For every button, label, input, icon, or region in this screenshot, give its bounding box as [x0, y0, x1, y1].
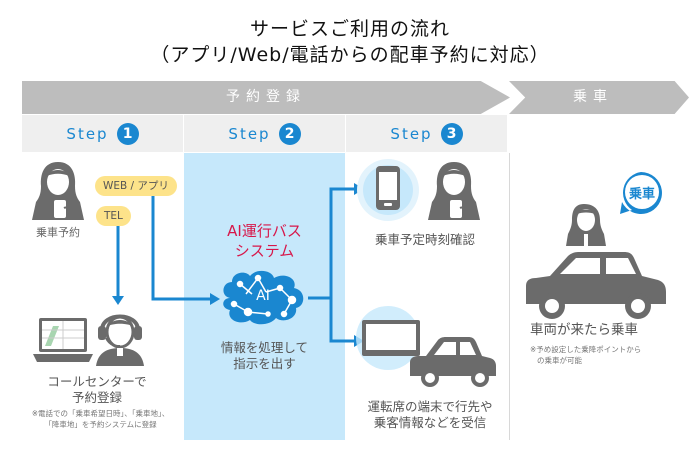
- step-label: Step: [66, 124, 109, 143]
- arrowhead-icon: [112, 296, 124, 305]
- customer-caption: 乗車予約: [36, 226, 80, 239]
- step-number-badge: 3: [440, 122, 463, 145]
- ai-system-title: AI運行バス システム: [184, 222, 345, 261]
- step-label: Step: [228, 124, 271, 143]
- callcenter-note-line1: ※電話での「乗車希望日時」、「乗車地」、: [31, 409, 170, 418]
- operator-headset-icon: [96, 314, 144, 366]
- driver-caption-line1: 運転席の端末で行先や: [367, 399, 493, 414]
- smartphone-icon: [357, 159, 419, 221]
- step-label: Step: [390, 124, 433, 143]
- ai-caption-line2: 指示を出す: [233, 356, 296, 371]
- customer-woman-icon: [32, 162, 84, 220]
- callcenter-caption-line1: コールセンターで: [47, 374, 147, 389]
- car-terminal-icon: [356, 306, 496, 387]
- ai-system-title-line1: AI運行バス: [227, 222, 302, 240]
- phase-booking: 予約登録: [22, 81, 510, 114]
- arrow-ai-to-terminal: [329, 298, 355, 343]
- boarding-bubble-label: 乗車: [628, 187, 655, 202]
- arrow-ai-to-phone: [308, 187, 355, 300]
- woman-with-phone-icon: [428, 162, 480, 220]
- step-3-header: Step 3: [346, 115, 508, 152]
- driver-caption-line2: 乗客情報などを受信: [373, 415, 487, 430]
- phase-booking-label: 予約登録: [226, 89, 306, 105]
- channel-tel-pill: TEL: [96, 206, 131, 226]
- step-1-header: Step 1: [22, 115, 184, 152]
- ai-caption-line1: 情報を処理して: [220, 340, 309, 355]
- callcenter-note-line2: 「降車地」を予約システムに登録: [44, 420, 157, 429]
- arrow-web-to-ai: [151, 194, 212, 301]
- step-2-header: Step 2: [184, 115, 346, 152]
- confirm-caption: 乗車予定時刻確認: [374, 232, 475, 247]
- page-subtitle: （アプリ/Web/電話からの配車予約に対応）: [150, 44, 550, 66]
- column-divider: [509, 153, 510, 440]
- callcenter-caption-line2: 予約登録: [71, 390, 122, 405]
- passenger-with-car-icon: [526, 204, 666, 319]
- boarding-note-line2: の乗車が可能: [537, 356, 582, 365]
- page-title: サービスご利用の流れ: [249, 18, 450, 40]
- step-number-badge: 1: [116, 122, 139, 145]
- ai-badge-label: AI: [256, 288, 270, 304]
- step-header-row: Step 1 Step 2 Step 3: [22, 115, 508, 152]
- laptop-icon: [33, 318, 93, 362]
- phase-boarding: 乗車: [509, 81, 689, 114]
- ai-brain-cloud-icon: [223, 270, 304, 325]
- boarding-speech-bubble: [620, 172, 662, 214]
- arrowhead-icon: [210, 293, 220, 305]
- step-number-badge: 2: [278, 122, 301, 145]
- ai-system-title-line2: システム: [234, 241, 295, 260]
- channel-web-pill: WEB / アプリ: [95, 176, 177, 196]
- boarding-caption: 車両が来たら乗車: [530, 322, 638, 338]
- boarding-note-line1: ※予め設定した乗降ポイントから: [530, 345, 642, 354]
- phase-boarding-label: 乗車: [573, 89, 613, 105]
